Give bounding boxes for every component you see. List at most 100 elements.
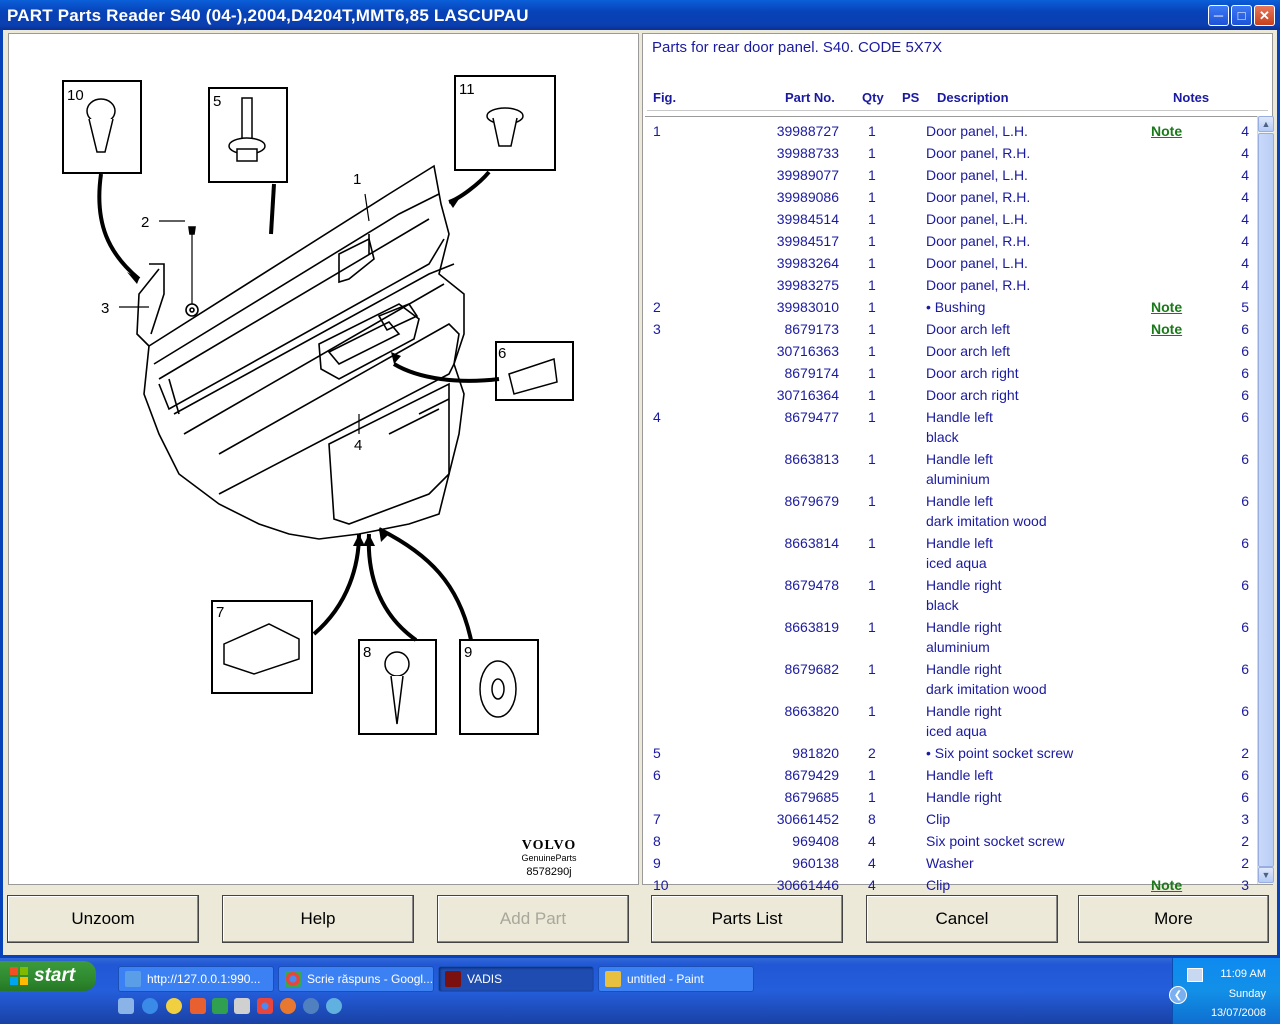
callout-label-8[interactable]: 8 [363, 644, 371, 661]
row-qty: 1 [868, 321, 876, 337]
network-icon[interactable] [1187, 968, 1203, 982]
app-launch-icon-4[interactable] [326, 998, 342, 1014]
firefox-icon[interactable] [280, 998, 296, 1014]
ie-launch-icon[interactable] [142, 998, 158, 1014]
callout-label-5[interactable]: 5 [213, 93, 221, 110]
callout-label-3[interactable]: 3 [101, 300, 109, 317]
unzoom-button[interactable]: Unzoom [7, 895, 199, 943]
row-qty: 1 [868, 167, 876, 183]
row-note-link[interactable]: Note [1151, 321, 1183, 337]
row-part-no: 8679173 [784, 321, 839, 337]
minimize-button[interactable]: ─ [1208, 5, 1229, 26]
clock-day: Sunday [1228, 988, 1266, 1000]
callout-label-1[interactable]: 1 [353, 171, 361, 188]
row-qty: 1 [868, 535, 876, 551]
chevron-left-icon: ❮ [1173, 989, 1183, 1001]
document-icon[interactable] [234, 998, 250, 1014]
door-panel-diagram[interactable]: 10 5 11 1 2 3 6 4 7 8 9 VOLVO GenuinePar… [9, 34, 638, 884]
chrome-launch-icon[interactable] [257, 998, 273, 1014]
callout-label-6[interactable]: 6 [498, 345, 506, 362]
task-vadis[interactable]: VADIS [438, 966, 594, 992]
row-note-link[interactable]: Note [1151, 123, 1183, 139]
app-launch-icon-2[interactable] [212, 998, 228, 1014]
row-level: 6 [1241, 789, 1249, 805]
row-qty: 4 [868, 833, 876, 849]
row-qty: 1 [868, 365, 876, 381]
maximize-button[interactable]: □ [1231, 5, 1252, 26]
row-description: Washer [926, 855, 974, 871]
row-part-no: 39984514 [776, 211, 839, 227]
callout-label-2[interactable]: 2 [141, 214, 149, 231]
callout-label-10[interactable]: 10 [67, 87, 84, 104]
cancel-button[interactable]: Cancel [866, 895, 1058, 943]
scroll-thumb[interactable] [1258, 133, 1274, 867]
start-label: start [34, 965, 76, 986]
help-button[interactable]: Help [222, 895, 414, 943]
show-desktop-icon[interactable] [118, 998, 134, 1014]
app-launch-icon-3[interactable] [303, 998, 319, 1014]
row-description: Handle left [926, 535, 993, 551]
row-part-no: 969408 [792, 833, 839, 849]
tray-expand-button[interactable]: ❮ [1169, 986, 1187, 1004]
col-description: Description [937, 90, 1009, 105]
row-description: Clip [926, 877, 951, 893]
callout-label-11[interactable]: 11 [459, 81, 475, 98]
close-button[interactable]: ✕ [1254, 5, 1275, 26]
callout-label-7[interactable]: 7 [216, 604, 224, 621]
row-note-link[interactable]: Note [1151, 299, 1183, 315]
row-level: 6 [1241, 365, 1249, 381]
task-paint[interactable]: untitled - Paint [598, 966, 754, 992]
more-button[interactable]: More [1078, 895, 1269, 943]
parts-scrollbar[interactable]: ▲ ▼ [1257, 116, 1274, 884]
task-browser-local[interactable]: http://127.0.0.1:990... [118, 966, 274, 992]
callout-label-4[interactable]: 4 [354, 437, 362, 454]
task-chrome[interactable]: Scrie răspuns - Googl... [278, 966, 434, 992]
parts-list-button[interactable]: Parts List [651, 895, 843, 943]
messenger-icon[interactable] [166, 998, 182, 1014]
exploded-diagram-panel[interactable]: 10 5 11 1 2 3 6 4 7 8 9 VOLVO GenuinePar… [8, 33, 639, 885]
col-part-no: Part No. [785, 90, 835, 105]
scroll-down-button[interactable]: ▼ [1258, 867, 1274, 883]
row-description-detail: iced aqua [926, 723, 987, 739]
row-qty: 1 [868, 703, 876, 719]
scroll-up-button[interactable]: ▲ [1258, 116, 1274, 132]
start-button[interactable]: start [0, 961, 96, 991]
row-part-no: 981820 [792, 745, 839, 761]
row-qty: 1 [868, 145, 876, 161]
row-qty: 1 [868, 299, 876, 315]
row-note-link[interactable]: Note [1151, 877, 1183, 893]
callout-label-9[interactable]: 9 [464, 644, 472, 661]
add-part-button: Add Part [437, 895, 629, 943]
row-part-no: 30716364 [776, 387, 839, 403]
app-launch-icon[interactable] [190, 998, 206, 1014]
